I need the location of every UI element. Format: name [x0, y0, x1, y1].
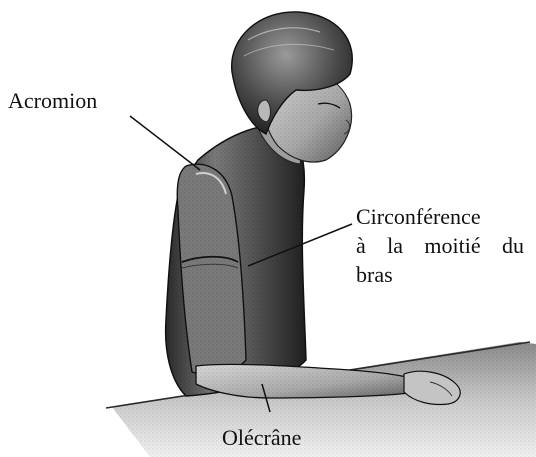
acromion-leader-line: [130, 116, 200, 170]
olecranon-label: Olécrâne: [222, 425, 301, 451]
circumference-label-line-1: Circonférence: [356, 202, 524, 231]
circumference-label-line-2: à la moitié du: [356, 231, 524, 260]
mid-arm-circumference-label: Circonférence à la moitié du bras: [356, 202, 524, 289]
acromion-label: Acromion: [8, 88, 97, 114]
circumference-label-line-3: bras: [356, 260, 524, 289]
